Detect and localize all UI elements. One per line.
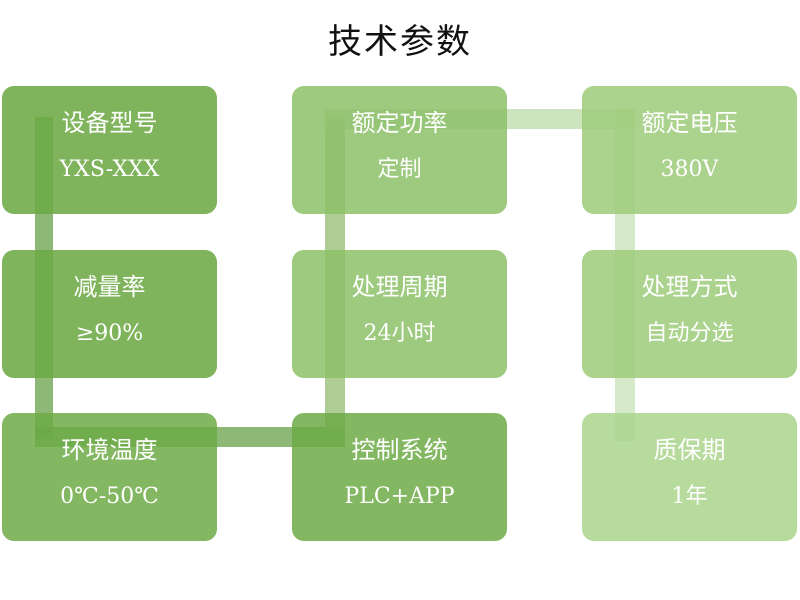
card-device-model: 设备型号 YXS-XXX xyxy=(2,86,217,214)
card-label: 控制系统 xyxy=(351,436,448,464)
card-rated-voltage: 额定电压 380V xyxy=(582,86,797,214)
card-value: ≥90% xyxy=(75,321,144,346)
card-label: 减量率 xyxy=(73,273,146,301)
card-rated-power: 额定功率 定制 xyxy=(292,86,507,214)
card-value: 0℃-50℃ xyxy=(60,484,159,509)
card-value: YXS-XXX xyxy=(59,157,160,182)
card-value: 380V xyxy=(660,157,719,182)
card-warranty-period: 质保期 1年 xyxy=(582,413,797,541)
card-label: 设备型号 xyxy=(61,109,158,137)
card-label: 处理周期 xyxy=(351,273,448,301)
card-label: 环境温度 xyxy=(61,436,158,464)
card-label: 额定电压 xyxy=(641,109,738,137)
card-processing-method: 处理方式 自动分选 xyxy=(582,250,797,378)
card-control-system: 控制系统 PLC+APP xyxy=(292,413,507,541)
card-value: 定制 xyxy=(377,157,422,182)
card-reduction-rate: 减量率 ≥90% xyxy=(2,250,217,378)
card-value: 1年 xyxy=(671,484,708,509)
card-ambient-temperature: 环境温度 0℃-50℃ xyxy=(2,413,217,541)
card-value: PLC+APP xyxy=(344,484,455,509)
card-processing-cycle: 处理周期 24小时 xyxy=(292,250,507,378)
card-label: 额定功率 xyxy=(351,109,448,137)
card-label: 质保期 xyxy=(653,436,726,464)
card-label: 处理方式 xyxy=(641,273,738,301)
card-value: 自动分选 xyxy=(645,321,734,346)
card-value: 24小时 xyxy=(363,321,436,346)
page-title: 技术参数 xyxy=(328,22,472,62)
